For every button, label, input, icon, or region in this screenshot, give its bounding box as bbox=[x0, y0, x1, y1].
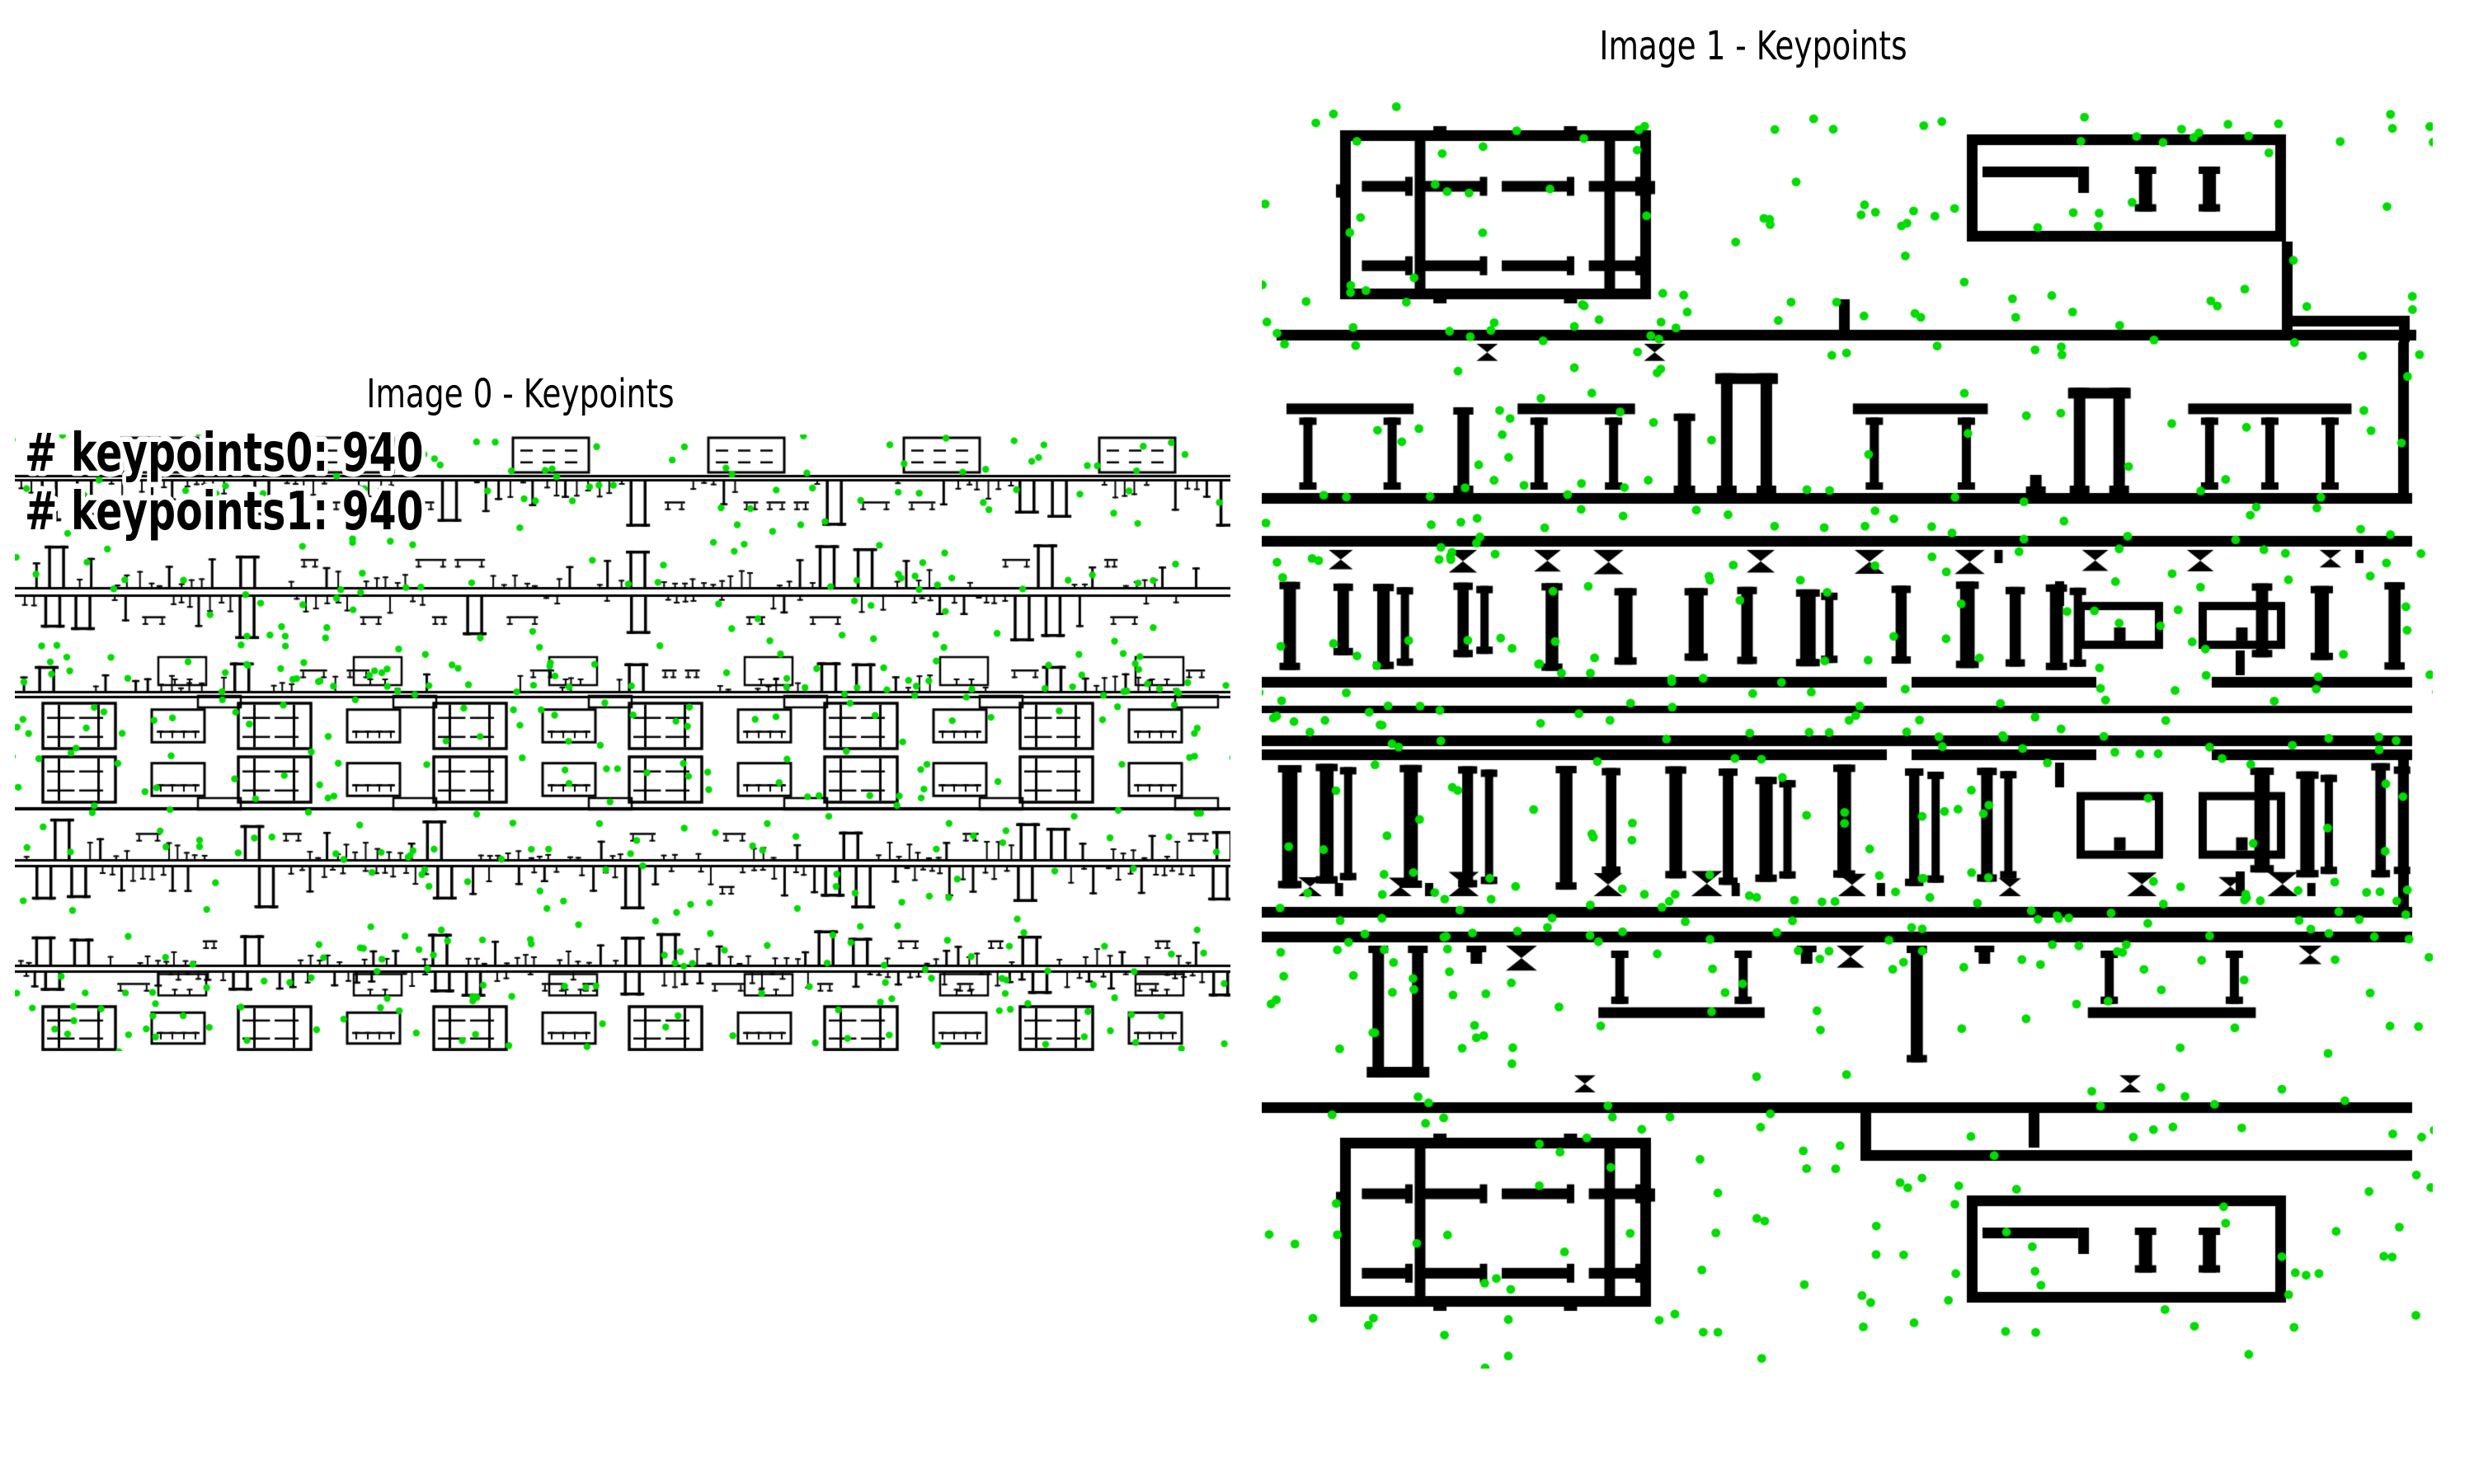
image0-keypoints-canvas bbox=[15, 434, 1230, 1051]
panel1-title: Image 1 - Keypoints bbox=[1599, 23, 1907, 69]
panel0-title: Image 0 - Keypoints bbox=[366, 371, 675, 417]
image1-keypoints-canvas bbox=[1262, 95, 2433, 1369]
